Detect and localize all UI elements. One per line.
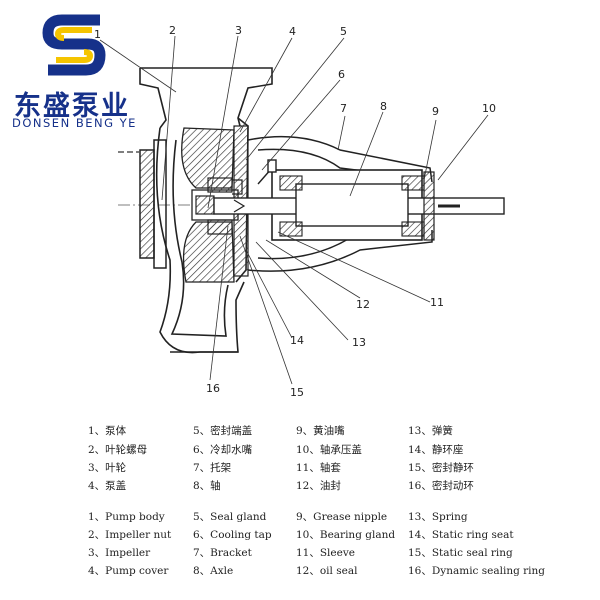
legend-cn-item: 5、密封端盖 <box>193 425 253 437</box>
impeller-nut <box>195 195 215 215</box>
legend-cn-item: 4、泵盖 <box>88 480 127 492</box>
callout-13: 13 <box>352 336 366 349</box>
callout-12: 12 <box>356 298 370 311</box>
callout-5: 5 <box>340 25 347 38</box>
callout-1: 1 <box>94 28 101 41</box>
seal-assembly <box>207 177 246 235</box>
legend-cn-item: 16、密封动环 <box>408 480 474 492</box>
legend-cn-item: 13、弹簧 <box>408 425 453 437</box>
callout-2: 2 <box>169 24 176 37</box>
bearings <box>279 175 425 237</box>
pump-cross-section-diagram: 1 2 3 4 5 6 7 8 9 10 11 12 13 14 15 16 <box>94 24 505 399</box>
logo-name-cn: 东盛泵业 <box>14 91 130 122</box>
callout-8: 8 <box>380 100 387 113</box>
legend-en-item: 14、Static ring seat <box>408 529 514 541</box>
legend-en-item: 15、Static seal ring <box>408 547 513 559</box>
legend-cn-item: 2、叶轮螺母 <box>88 444 148 456</box>
legend-en-item: 16、Dynamic sealing ring <box>408 565 546 577</box>
legend-en-item: 8、Axle <box>193 565 234 577</box>
callout-labels: 1 2 3 4 5 6 7 8 9 10 11 12 13 14 15 16 <box>94 24 496 399</box>
logo-name-en: DONSEN BENG YE <box>12 116 137 130</box>
legend-en-item: 1、Pump body <box>88 511 165 523</box>
grease-nipple <box>257 159 277 185</box>
legend-en-item: 10、Bearing gland <box>296 529 396 541</box>
legend-cn-item: 7、托架 <box>193 462 232 474</box>
legend-cn-item: 6、冷却水嘴 <box>193 444 253 456</box>
legend-cn-item: 1、泵体 <box>88 425 127 437</box>
callout-10: 10 <box>482 102 496 115</box>
legend-en-item: 6、Cooling tap <box>193 529 272 541</box>
legend-en-item: 2、Impeller nut <box>88 529 172 541</box>
legend-en-item: 9、Grease nipple <box>296 511 388 523</box>
callout-7: 7 <box>340 102 347 115</box>
legend-en-item: 7、Bracket <box>193 547 252 559</box>
callout-3: 3 <box>235 24 242 37</box>
callout-4: 4 <box>289 25 296 38</box>
leader-lines <box>99 35 489 385</box>
legend-en-item: 4、Pump cover <box>88 565 169 577</box>
legend-en-item: 3、Impeller <box>88 547 151 559</box>
legend-cn-item: 8、轴 <box>193 480 221 492</box>
callout-11: 11 <box>430 296 444 309</box>
legend-en-item: 11、Sleeve <box>296 547 355 559</box>
callout-6: 6 <box>338 68 345 81</box>
logo-mark-icon <box>42 9 107 79</box>
legend-cn-item: 14、静环座 <box>408 444 464 456</box>
callout-14: 14 <box>290 334 304 347</box>
legend-cn-item: 15、密封静环 <box>408 462 474 474</box>
company-logo: 东盛泵业 DONSEN BENG YE <box>0 0 180 140</box>
legend-cn-item: 11、轴套 <box>296 462 341 474</box>
shaft <box>213 183 505 227</box>
legend-en-item: 12、oil seal <box>296 565 358 577</box>
legend-cn-item: 12、油封 <box>296 480 341 492</box>
legend-en-item: 5、Seal gland <box>193 511 267 523</box>
callout-15: 15 <box>290 386 304 399</box>
inlet-flange <box>118 139 167 269</box>
legend-cn-item: 3、叶轮 <box>88 462 127 474</box>
legend-cn-item: 10、轴承压盖 <box>296 444 362 456</box>
legend-cn-item: 9、黄油嘴 <box>296 425 345 437</box>
callout-9: 9 <box>432 105 439 118</box>
callout-16: 16 <box>206 382 220 395</box>
legend-en-item: 13、Spring <box>408 511 468 523</box>
bearing-gland <box>423 171 435 241</box>
